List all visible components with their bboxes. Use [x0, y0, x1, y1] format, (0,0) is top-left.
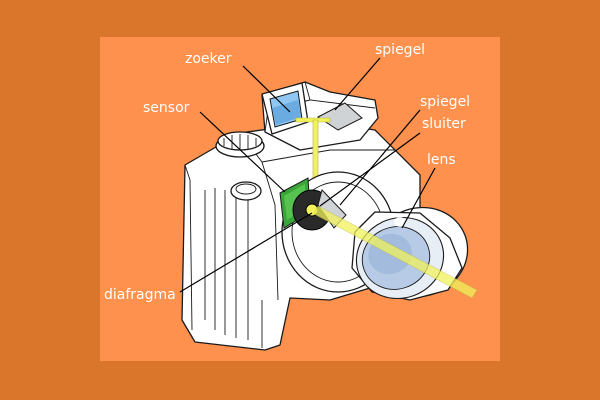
label-spiegel-right: spiegel: [420, 94, 470, 110]
label-sensor: sensor: [143, 100, 190, 116]
label-sluiter: sluiter: [422, 116, 466, 132]
label-zoeker: zoeker: [185, 51, 232, 67]
mode-dial: [215, 131, 265, 158]
label-lens: lens: [427, 152, 456, 168]
label-diafragma: diafragma: [104, 287, 176, 303]
labels: zoeker spiegel sensor spiegel sluiter le…: [104, 42, 470, 303]
incoming-light-beam: [313, 205, 478, 299]
prism-mirror: [317, 102, 363, 131]
shutter-button: [230, 181, 262, 201]
leader-lines: [179, 57, 436, 293]
label-spiegel-top: spiegel: [375, 42, 425, 58]
